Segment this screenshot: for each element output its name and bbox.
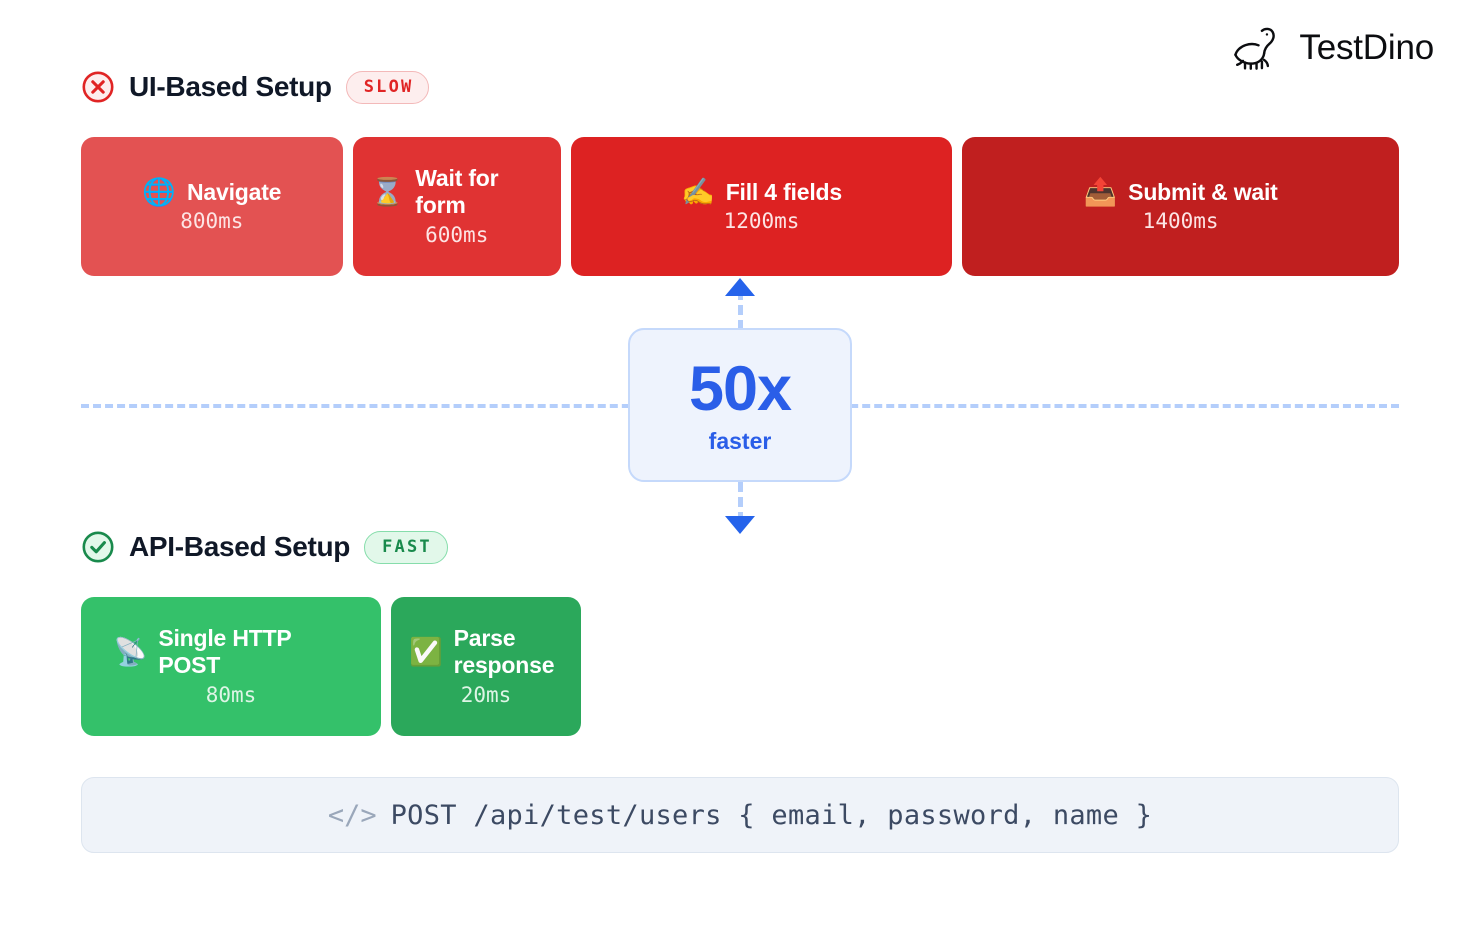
- brand-logo: TestDino: [1233, 22, 1434, 74]
- step-card-heading: ✍️ Fill 4 fields: [681, 179, 842, 206]
- check-circle-icon: [82, 531, 114, 563]
- step-card-duration: 80ms: [205, 682, 257, 707]
- step-card-duration: 600ms: [425, 222, 489, 247]
- step-card-label: Navigate: [186, 178, 282, 205]
- code-tag-icon: </>: [327, 799, 377, 831]
- writing-hand-icon: ✍️: [681, 176, 715, 208]
- arrow-stem-up: [738, 290, 743, 330]
- step-card-parse-response[interactable]: ✅ Parse response 20ms: [391, 597, 581, 736]
- satellite-antenna-icon: 📡: [113, 636, 148, 668]
- step-card-label: Fill 4 fields: [725, 178, 842, 205]
- ui-steps-row: 🌐 Navigate 800ms ⌛ Wait for form 600ms ✍…: [81, 137, 1399, 276]
- hourglass-icon: ⌛: [370, 176, 405, 208]
- step-card-duration: 1200ms: [723, 208, 800, 233]
- speed-caption: faster: [708, 427, 772, 454]
- api-section-header: API-Based Setup FAST: [81, 530, 448, 564]
- step-card-label: Wait for form: [415, 165, 499, 219]
- brand-name: TestDino: [1299, 28, 1434, 67]
- step-card-single-http-post[interactable]: 📡 Single HTTP POST 80ms: [81, 597, 381, 736]
- step-card-duration: 1400ms: [1142, 208, 1219, 233]
- step-card-fill-fields[interactable]: ✍️ Fill 4 fields 1200ms: [570, 137, 953, 276]
- step-card-label: Single HTTP POST: [158, 625, 292, 679]
- globe-icon: 🌐: [142, 176, 176, 208]
- ui-status-badge: SLOW: [345, 70, 430, 104]
- step-card-navigate[interactable]: 🌐 Navigate 800ms: [81, 137, 343, 276]
- speed-multiplier: 50x: [688, 353, 792, 424]
- ui-section-header: UI-Based Setup SLOW: [81, 70, 430, 104]
- step-card-label: Parse response: [453, 625, 555, 679]
- arrow-stem-down: [738, 482, 743, 522]
- step-card-heading: ✅ Parse response: [409, 625, 563, 679]
- step-card-wait-for-form[interactable]: ⌛ Wait for form 600ms: [352, 137, 561, 276]
- x-circle-icon: [82, 71, 114, 103]
- dinosaur-icon: [1234, 27, 1276, 70]
- step-card-duration: 20ms: [460, 682, 512, 707]
- code-snippet-text: POST /api/test/users { email, password, …: [390, 799, 1153, 831]
- ui-section-title: UI-Based Setup: [129, 71, 332, 102]
- code-snippet-bar: </> POST /api/test/users { email, passwo…: [81, 777, 1399, 853]
- step-card-submit-and-wait[interactable]: 📤 Submit & wait 1400ms: [962, 137, 1399, 276]
- api-status-badge: FAST: [364, 530, 448, 564]
- step-card-heading: 🌐 Navigate: [142, 179, 281, 206]
- check-box-icon: ✅: [409, 636, 443, 668]
- arrow-down-icon: [725, 516, 755, 534]
- api-section-title: API-Based Setup: [129, 531, 351, 562]
- speed-comparison-badge: 50x faster: [628, 328, 852, 482]
- step-card-heading: 📤 Submit & wait: [1084, 179, 1278, 206]
- api-steps-row: 📡 Single HTTP POST 80ms ✅ Parse response…: [81, 597, 581, 736]
- step-card-heading: ⌛ Wait for form: [371, 165, 543, 219]
- step-card-duration: 800ms: [180, 208, 244, 233]
- arrow-up-icon: [725, 278, 755, 296]
- step-card-label: Submit & wait: [1128, 178, 1278, 205]
- step-card-heading: 📡 Single HTTP POST: [114, 625, 349, 679]
- inbox-tray-icon: 📤: [1083, 176, 1118, 208]
